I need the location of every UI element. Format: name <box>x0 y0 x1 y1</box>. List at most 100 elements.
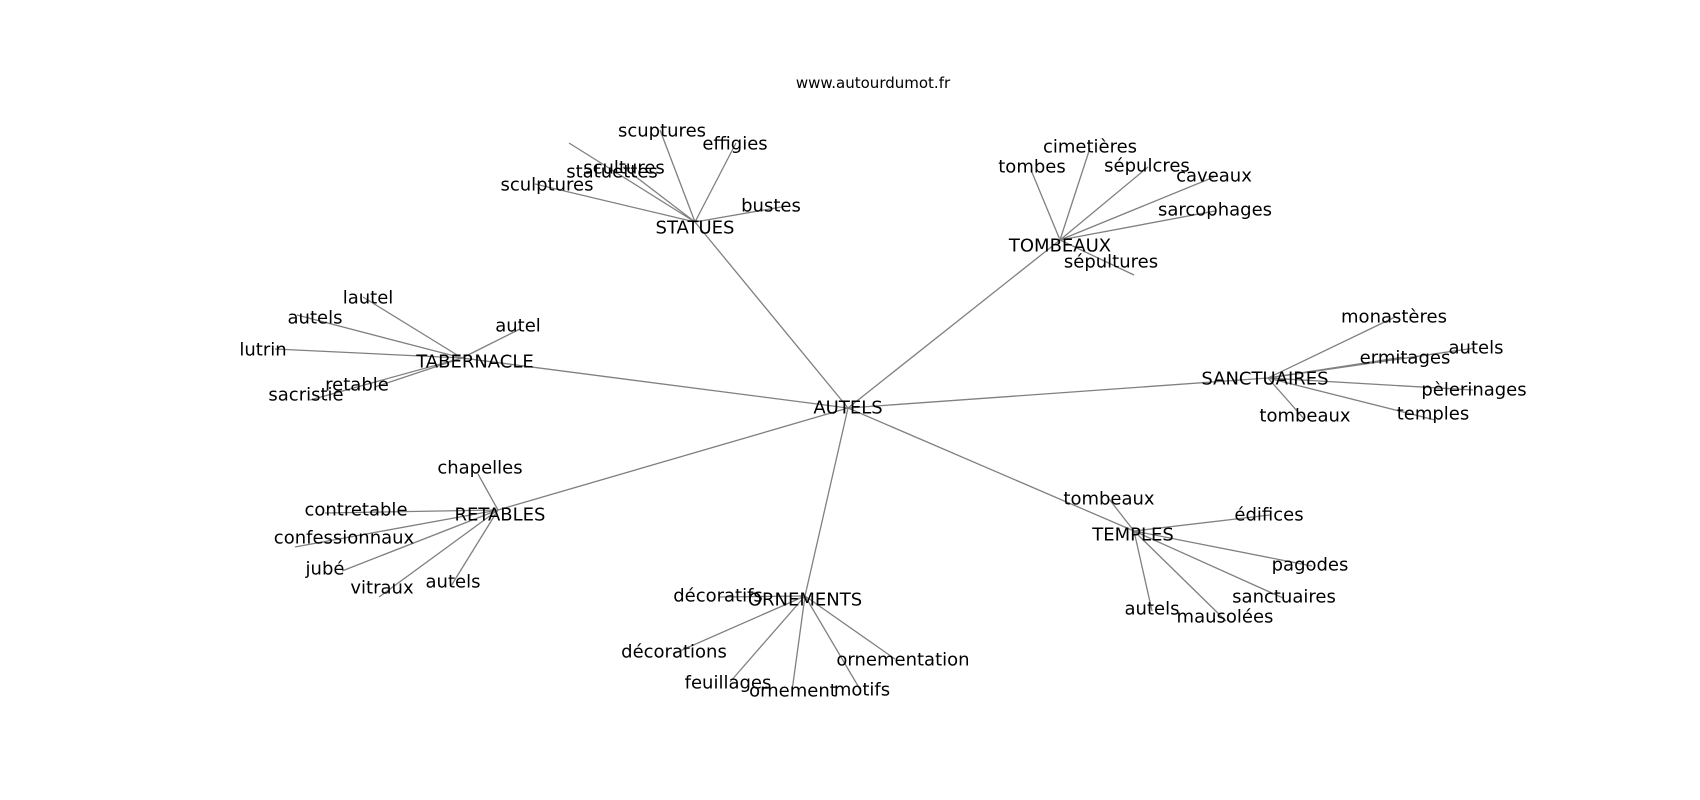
word-node[interactable]: monastères <box>1341 307 1447 328</box>
word-node[interactable]: pèlerinages <box>1421 380 1526 401</box>
cluster-node-sanctuaires[interactable]: SANCTUAIRES <box>1201 369 1328 390</box>
word-node[interactable]: lautel <box>343 288 394 309</box>
word-node[interactable]: décoratifs <box>673 586 763 607</box>
edge-ornements-word <box>672 595 806 655</box>
edge-sanctuaires-word <box>1267 377 1306 421</box>
word-node[interactable]: chapelles <box>437 458 522 479</box>
edge-center-tabernacle <box>461 357 849 409</box>
word-node[interactable]: autels <box>1449 338 1504 359</box>
edge-tombeaux-word <box>1059 147 1091 241</box>
edge-temples-word <box>1133 514 1271 532</box>
graph-edges <box>274 129 1476 692</box>
word-node[interactable]: sculptures <box>500 175 593 196</box>
edge-statues-word <box>534 183 696 223</box>
edge-tombeaux-word <box>1059 176 1215 241</box>
edge-temples-word <box>1108 498 1135 532</box>
source-url: www.autourdumot.fr <box>796 74 951 92</box>
cluster-node-tombeaux[interactable]: TOMBEAUX <box>1008 236 1111 257</box>
word-node[interactable]: vitraux <box>350 578 414 599</box>
word-node[interactable]: confessionnaux <box>274 528 415 549</box>
word-node[interactable]: effigies <box>702 134 767 155</box>
edge-ornements-word <box>718 595 806 598</box>
word-node[interactable]: statuettes <box>566 162 658 183</box>
edge-tabernacle-word <box>296 314 463 359</box>
edge-ornements-word <box>804 595 896 660</box>
edge-statues-word <box>694 205 788 223</box>
word-node[interactable]: bustes <box>741 196 801 217</box>
edge-statues-word <box>622 166 696 223</box>
cluster-node-retables[interactable]: RETABLES <box>455 505 546 526</box>
word-node[interactable]: autel <box>495 316 541 337</box>
center-node-label[interactable]: AUTELS <box>813 398 882 419</box>
edge-tabernacle-word <box>309 357 463 401</box>
word-node[interactable]: cimetières <box>1043 137 1137 158</box>
edge-center-sanctuaires <box>847 377 1269 409</box>
cluster-node-temples[interactable]: TEMPLES <box>1091 525 1174 546</box>
word-node[interactable]: décorations <box>621 642 727 663</box>
edge-tabernacle-word <box>362 296 463 359</box>
edge-center-retables <box>497 407 849 511</box>
word-node[interactable]: autels <box>426 572 481 593</box>
word-node[interactable]: sarcophages <box>1158 200 1272 221</box>
word-node[interactable]: autels <box>288 308 343 329</box>
word-node[interactable]: scuptures <box>618 121 706 142</box>
edge-tabernacle-word <box>274 348 463 359</box>
edge-tombeaux-word <box>1059 166 1149 241</box>
word-node[interactable]: jubé <box>305 559 345 580</box>
edge-temples-word <box>1133 530 1284 599</box>
edge-statues-word <box>659 129 696 223</box>
edge-sanctuaires-word <box>1267 377 1436 421</box>
word-node[interactable]: ermitages <box>1360 348 1451 369</box>
word-node[interactable]: feuillages <box>685 673 772 694</box>
edge-tombeaux-word <box>1059 210 1216 241</box>
edge-sanctuaires-word <box>1267 347 1476 379</box>
edge-ornements-word <box>729 595 806 683</box>
cluster-node-ornements[interactable]: ORNEMENTS <box>748 590 862 611</box>
word-node[interactable]: caveaux <box>1176 166 1252 187</box>
edge-center-temples <box>847 407 1135 532</box>
edge-statues-word <box>694 142 737 223</box>
word-node[interactable]: scultures <box>583 158 665 179</box>
edge-sanctuaires-word <box>1267 377 1474 391</box>
edge-statues-word <box>568 142 696 223</box>
word-node[interactable]: motifs <box>834 680 890 701</box>
edge-ornements-word <box>804 595 862 692</box>
word-node[interactable]: ornementation <box>836 650 969 671</box>
edge-retables-word <box>477 473 499 511</box>
word-node[interactable]: retable <box>325 375 389 396</box>
word-node[interactable]: pagodes <box>1272 555 1349 576</box>
edge-retables-word <box>450 509 499 587</box>
word-node[interactable]: autels <box>1125 599 1180 620</box>
word-node[interactable]: temples <box>1397 404 1470 425</box>
word-node[interactable]: ornement <box>749 681 837 702</box>
word-node[interactable]: sépultures <box>1064 252 1158 273</box>
cluster-node-statues[interactable]: STATUES <box>656 218 735 239</box>
edge-temples-word <box>1133 530 1227 622</box>
word-node[interactable]: tombes <box>998 157 1065 178</box>
cluster-node-tabernacle[interactable]: TABERNACLE <box>415 352 534 373</box>
word-node[interactable]: sépulcres <box>1104 156 1190 177</box>
edge-retables-word <box>341 509 499 572</box>
word-node[interactable]: sacristie <box>268 385 343 406</box>
word-node[interactable]: contretable <box>304 500 407 521</box>
edge-center-ornements <box>804 407 849 597</box>
word-node[interactable]: édifices <box>1234 505 1303 526</box>
edge-center-tombeaux <box>847 239 1061 409</box>
word-node[interactable]: tombeaux <box>1259 406 1351 427</box>
edge-sanctuaires-word <box>1267 316 1396 379</box>
edge-temples-word <box>1133 530 1313 567</box>
edge-center-statues <box>694 221 849 409</box>
edge-tabernacle-word <box>374 357 463 388</box>
edge-ornements-word <box>791 595 806 692</box>
word-node[interactable]: tombeaux <box>1063 489 1155 510</box>
word-node[interactable]: mausolées <box>1177 607 1274 628</box>
edge-retables-word <box>324 509 499 514</box>
word-node[interactable]: lutrin <box>239 340 286 361</box>
edge-tombeaux-word <box>1059 239 1135 276</box>
edge-temples-word <box>1133 530 1153 612</box>
graph-labels: www.autourdumot.fr AUTELS STATUES sculptur… <box>239 74 1526 702</box>
edge-retables-word <box>378 509 499 598</box>
word-node[interactable]: sanctuaires <box>1232 587 1336 608</box>
edge-tabernacle-word <box>461 328 521 359</box>
